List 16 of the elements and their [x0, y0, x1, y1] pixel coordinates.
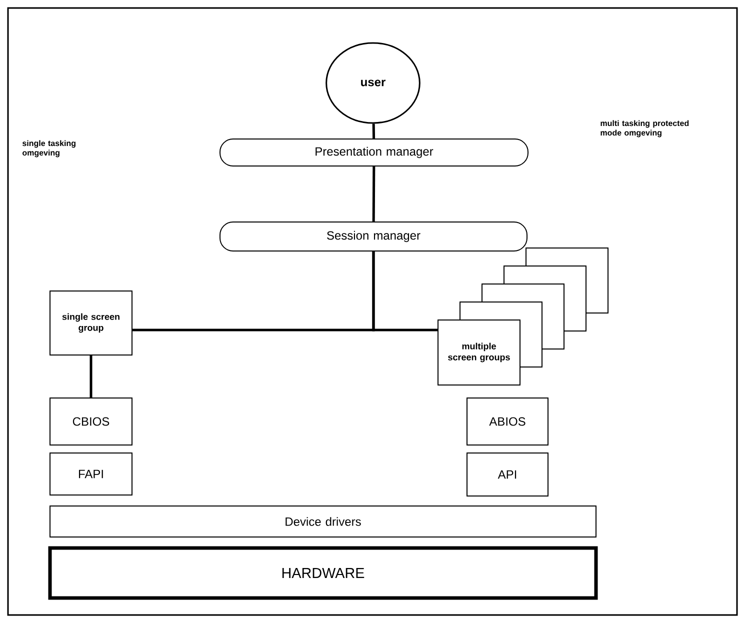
process-box: CBIOS	[50, 398, 132, 446]
screen-group-box: single screen group	[50, 290, 132, 356]
process-box: API	[466, 452, 548, 496]
connector-line	[372, 252, 438, 332]
rounded-box: Session manager	[220, 222, 528, 252]
process-box: FAPI	[50, 452, 132, 496]
rounded-box: Presentation manager	[220, 138, 528, 166]
note-text: multi tasking protected mode omgeving	[600, 120, 689, 138]
screen-group-box: multiple screen groups	[438, 320, 520, 386]
connector-line	[90, 356, 92, 398]
process-box: ABIOS	[466, 398, 548, 446]
connector-line	[372, 124, 376, 139]
layer-box: Device drivers	[50, 506, 596, 538]
note-text: single tasking omgeving	[22, 140, 76, 158]
hardware-box: HARDWARE	[48, 546, 598, 600]
connector-line	[372, 166, 376, 222]
